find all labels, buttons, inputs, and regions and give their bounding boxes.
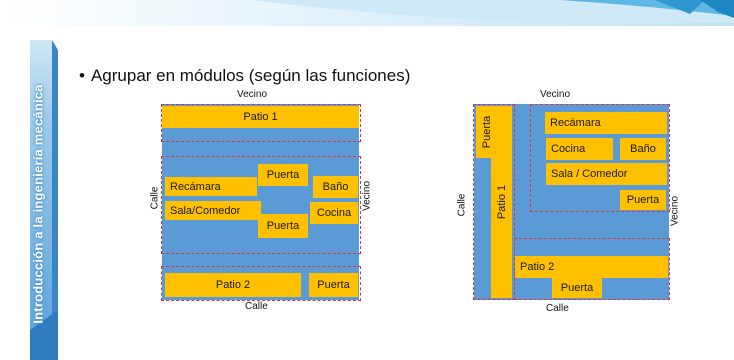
- plan1-bano: Baño: [313, 176, 358, 198]
- plan2-zone-top-right: [530, 104, 670, 212]
- plan2-puerta-right: Puerta: [620, 190, 666, 210]
- side-title: Introducción a la ingeniería mecánica: [30, 84, 46, 324]
- plan2-bano: Baño: [620, 138, 666, 160]
- plan1-puerta-upper: Puerta: [258, 164, 308, 186]
- plan2-cocina: Cocina: [546, 138, 613, 160]
- plan1-bottom-label: Calle: [245, 301, 268, 312]
- plan1-top-label: Vecino: [237, 89, 268, 100]
- plan2-patio-1: Patio 1: [491, 106, 512, 298]
- plan1-zone-top: [161, 104, 361, 142]
- plan2-zone-bottom: [514, 238, 670, 300]
- plan2-puerta-bottom: Puerta: [552, 277, 602, 298]
- plan1-zone-bottom: [161, 266, 361, 301]
- plan1-zone-middle: [161, 156, 361, 254]
- plan1-patio-1: Patio 1: [162, 106, 359, 128]
- bullet-heading: • Agrupar en módulos (según las funciones…: [79, 66, 410, 86]
- plan1-puerta-bottom: Puerta: [309, 273, 358, 297]
- plan2-top-label: Vecino: [540, 89, 571, 100]
- bullet-icon: •: [79, 66, 85, 85]
- plan1-right-label: Vecino: [361, 180, 373, 212]
- header-decoration: [0, 0, 734, 26]
- plan1-recamara: Recámara: [165, 177, 257, 196]
- sidebar-decoration: [30, 40, 58, 360]
- plan2-right-label: Vecino: [669, 195, 681, 227]
- plan1-patio-2: Patio 2: [165, 273, 301, 297]
- plan2-recamara: Recámara: [545, 112, 667, 134]
- plan2-sala-comedor: Sala / Comedor: [546, 163, 667, 185]
- plan2-patio-2: Patio 2: [515, 256, 668, 278]
- plan2-bottom-label: Calle: [546, 303, 569, 314]
- plan1-left-label: Calle: [149, 186, 161, 210]
- plan1-sala-comedor: Sala/Comedor: [165, 201, 261, 220]
- plan2-zone-left: [473, 104, 515, 300]
- bullet-text: Agrupar en módulos (según las funciones): [90, 66, 411, 85]
- plan1-puerta-middle: Puerta: [258, 214, 308, 238]
- plan2-left-label: Calle: [456, 193, 468, 217]
- plan1-cocina: Cocina: [310, 202, 358, 224]
